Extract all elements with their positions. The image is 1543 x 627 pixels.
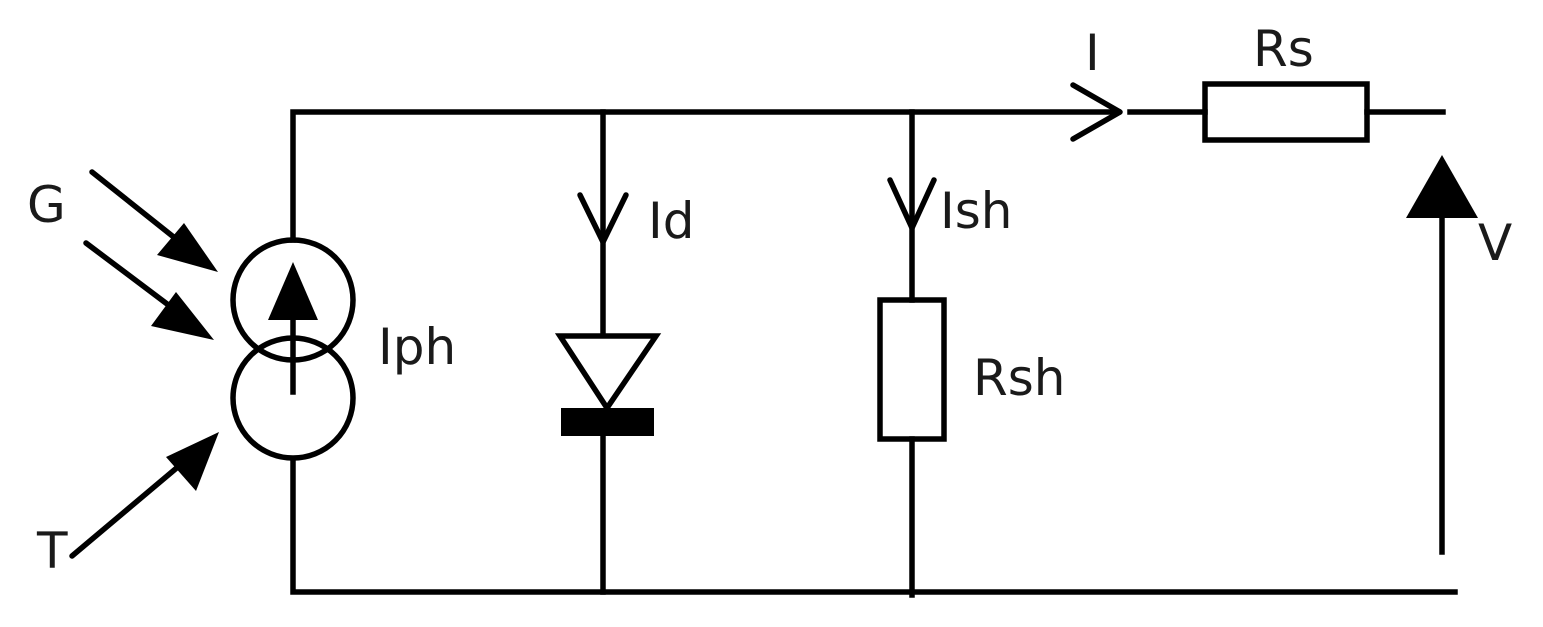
voltage-arrow-head bbox=[1406, 155, 1478, 218]
label-rsh: Rsh bbox=[973, 349, 1065, 407]
label-i: I bbox=[1085, 24, 1100, 82]
top-rail bbox=[290, 109, 1121, 243]
irradiance-arrow-2-head bbox=[151, 292, 214, 340]
label-rs: Rs bbox=[1253, 20, 1314, 78]
current-source-arrow-head bbox=[268, 262, 318, 320]
shunt-resistor bbox=[877, 297, 947, 442]
label-id: Id bbox=[648, 192, 694, 250]
diode-current-arrow bbox=[577, 192, 629, 245]
irradiance-arrow-1-head bbox=[157, 223, 218, 272]
temperature-arrow-head bbox=[166, 432, 219, 491]
output-current-arrow bbox=[1070, 82, 1123, 142]
label-v: V bbox=[1478, 214, 1512, 272]
label-g: G bbox=[27, 176, 66, 234]
series-resistor bbox=[1202, 81, 1370, 143]
shunt-current-arrow bbox=[887, 177, 937, 231]
label-ish: Ish bbox=[940, 182, 1013, 240]
diode-bar bbox=[561, 408, 654, 436]
label-t: T bbox=[36, 522, 68, 580]
label-iph: Iph bbox=[378, 318, 456, 376]
diode-triangle bbox=[554, 333, 662, 413]
bottom-rail bbox=[290, 457, 1458, 595]
